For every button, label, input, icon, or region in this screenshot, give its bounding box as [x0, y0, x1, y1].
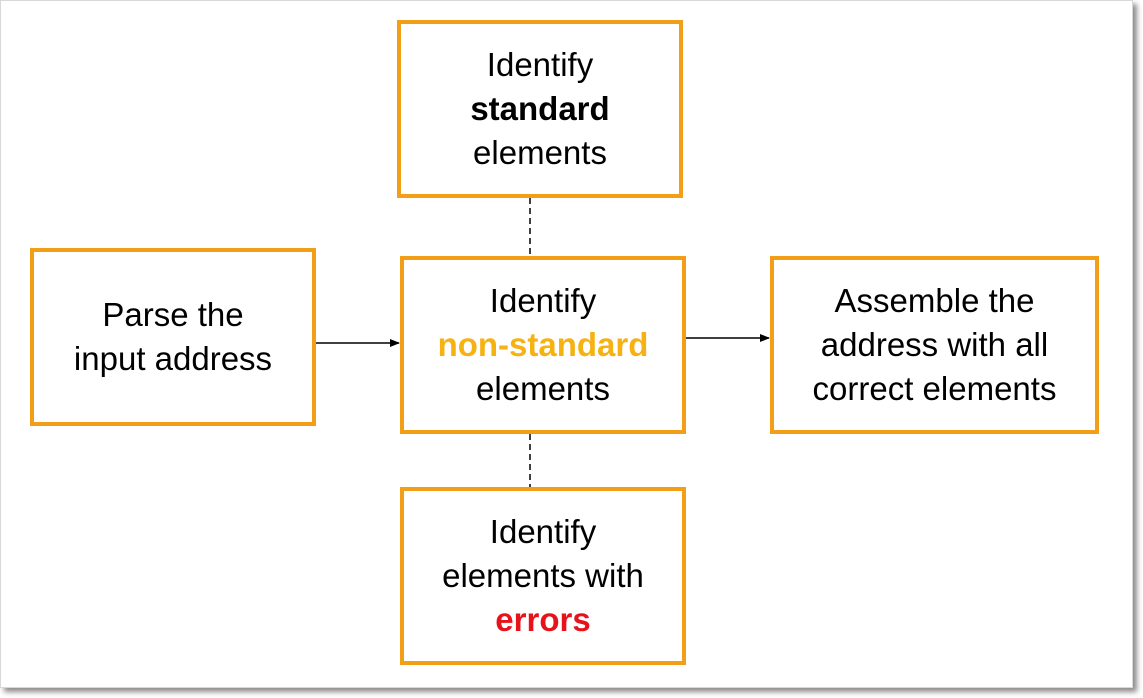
node-text-line: address with all — [820, 326, 1049, 363]
node-text-line: Identify — [486, 46, 594, 83]
node-text-line: Parse the — [102, 296, 244, 333]
node-text-line: correct elements — [812, 370, 1057, 407]
node-text-line: Assemble the — [834, 282, 1035, 319]
node-text-line: input address — [73, 340, 273, 377]
node-text-emphasis: non-standard — [437, 326, 649, 363]
node-identify-standard: Identify standard elements — [397, 20, 683, 198]
node-text-line: elements with — [442, 557, 644, 594]
node-text-emphasis: errors — [495, 601, 591, 638]
node-identify-nonstandard: Identify non-standard elements — [400, 256, 686, 434]
node-assemble-address: Assemble the address with all correct el… — [770, 256, 1099, 434]
node-parse-input-address: Parse the input address — [30, 248, 316, 426]
node-identify-errors: Identify elements with errors — [400, 487, 686, 665]
node-text-line: Identify — [489, 513, 597, 550]
node-text-emphasis: standard — [470, 90, 610, 127]
node-text-line: elements — [476, 370, 610, 407]
node-text-line: Identify — [489, 282, 597, 319]
node-text-line: elements — [473, 134, 607, 171]
